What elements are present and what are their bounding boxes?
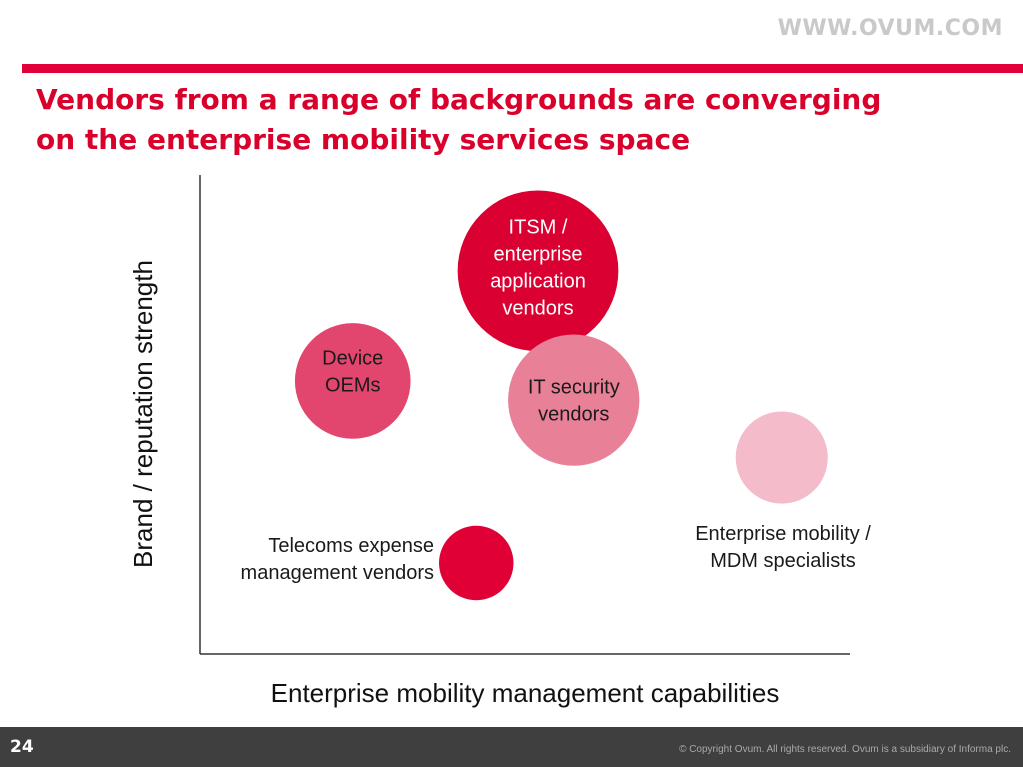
bubble-label-0-line-0: ITSM / [509, 216, 568, 238]
bubble-label-0: ITSM / enterprise application vendors [490, 216, 586, 319]
bubble-label-3-line-0: Enterprise mobility / [695, 523, 871, 545]
slide-title-line-2: on the enterprise mobility services spac… [36, 123, 691, 156]
bubble-label-2: IT security vendors [528, 377, 620, 426]
bubble-label-0-line-3: vendors [502, 297, 573, 319]
bubble-2 [508, 334, 640, 466]
bubble-3 [735, 411, 828, 504]
bubble-label-4-line-1: management vendors [241, 562, 434, 584]
footer-bar: 24 © Copyright Ovum. All rights reserved… [0, 727, 1023, 767]
y-axis-label: Brand / reputation strength [128, 260, 158, 568]
slide-title: Vendors from a range of backgrounds are … [36, 80, 996, 160]
bubble-0 [457, 190, 619, 352]
bubble-label-0-line-2: application [490, 270, 586, 292]
bubble-label-1-line-0: Device [322, 347, 383, 369]
slide-title-line-1: Vendors from a range of backgrounds are … [36, 83, 882, 116]
header-rule [22, 64, 1023, 73]
x-axis-label: Enterprise mobility management capabilit… [271, 678, 780, 708]
bubble-label-2-line-0: IT security [528, 377, 620, 399]
bubble-label-1-line-1: OEMs [325, 374, 381, 396]
copyright-notice: © Copyright Ovum. All rights reserved. O… [679, 744, 1011, 755]
bubble-label-4-line-0: Telecoms expense [268, 535, 434, 557]
bubble-label-3-line-1: MDM specialists [710, 550, 856, 572]
bubble-label-4: Telecoms expense management vendors [241, 535, 434, 584]
bubble-label-2-line-1: vendors [538, 404, 609, 426]
bubble-1 [294, 323, 411, 439]
page-number: 24 [10, 737, 34, 757]
ovum-website-logo: WWW.OVUM.COM [777, 16, 1003, 41]
bubble-label-0-line-1: enterprise [494, 243, 583, 265]
bubble-label-3: Enterprise mobility / MDM specialists [695, 523, 871, 572]
bubble-4 [439, 525, 514, 601]
